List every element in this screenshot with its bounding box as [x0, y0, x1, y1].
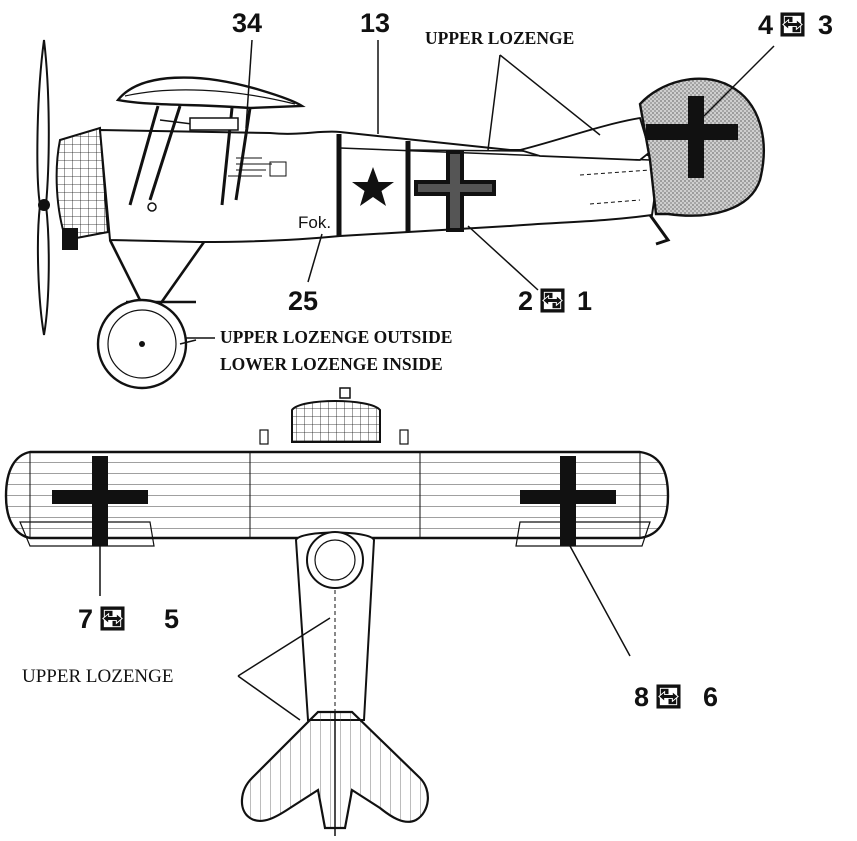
leader-4	[703, 45, 775, 117]
callout-25: 25	[288, 286, 318, 316]
callout-5: 5	[164, 604, 179, 634]
callout-2: 2	[518, 286, 533, 316]
right-wing-cross	[520, 456, 616, 546]
tailplane	[516, 116, 652, 161]
leader-upper-lozenge	[487, 54, 601, 151]
cowling-top	[291, 400, 381, 443]
callout-8: 8	[634, 682, 649, 712]
spinner	[38, 199, 50, 211]
engine-cowling	[55, 126, 110, 242]
wheel-note-line1: UPPER LOZENGE OUTSIDE	[220, 327, 452, 347]
leader-8	[569, 545, 631, 657]
leader-34	[245, 39, 253, 129]
propeller	[36, 39, 50, 336]
stencil-block	[228, 157, 287, 177]
callout-3: 3	[818, 10, 833, 40]
leader-2	[467, 225, 539, 291]
callout-13: 13	[360, 8, 390, 38]
decal-swap-icon	[100, 606, 125, 631]
star-marking	[352, 167, 394, 206]
top-view: 7 5 8 6 UPPER LOZENGE	[4, 387, 718, 836]
side-view: 34 13 UPPER LOZENGE 4 3 Fok. 25 2 1 UPPE…	[36, 8, 833, 390]
upper-lozenge-label-top: UPPER LOZENGE	[22, 666, 173, 687]
upper-wing	[115, 76, 306, 110]
engine-part	[62, 228, 78, 250]
inspection-hole	[147, 202, 157, 212]
callout-34: 34	[232, 8, 262, 38]
decal-swap-icon	[540, 288, 565, 313]
landing-gear	[108, 239, 206, 311]
rudder-cross	[646, 96, 738, 178]
decal-swap-icon	[780, 12, 805, 37]
left-wing-cross	[52, 456, 148, 546]
callout-1: 1	[577, 286, 592, 316]
cabane-struts	[128, 105, 252, 206]
callout-4: 4	[758, 10, 773, 40]
wheel-note-line2: LOWER LOZENGE INSIDE	[220, 354, 443, 374]
fuselage-cross	[414, 150, 496, 232]
callout-7: 7	[78, 604, 93, 634]
fok-stencil: Fok.	[298, 213, 331, 232]
upper-lozenge-label-side: UPPER LOZENGE	[425, 28, 574, 48]
leader-25	[307, 233, 323, 283]
leader-upper-lozenge-top	[237, 617, 331, 721]
decal-swap-icon	[656, 684, 681, 709]
callout-6: 6	[703, 682, 718, 712]
